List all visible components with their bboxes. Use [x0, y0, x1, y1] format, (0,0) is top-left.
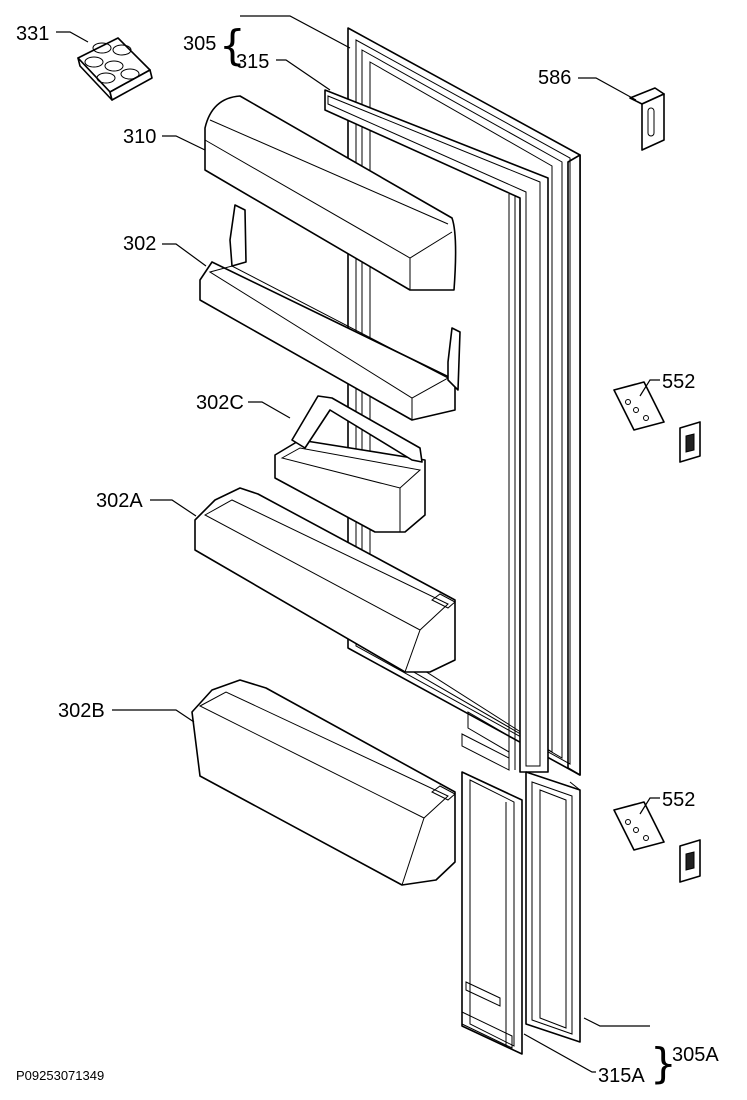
hinge-552-lower — [613, 801, 701, 883]
leader-331 — [56, 31, 89, 43]
leader-552-upper — [639, 379, 660, 397]
leader-302 — [162, 243, 207, 267]
brace-305-315: { — [219, 21, 246, 70]
callout-552-lower: 552 — [662, 789, 695, 811]
document-code: P09253071349 — [16, 1068, 104, 1083]
balcony-302a — [194, 487, 456, 673]
callout-586: 586 — [538, 67, 571, 89]
upper-gasket-315 — [324, 89, 549, 773]
callout-305a: 305A — [672, 1044, 719, 1066]
lower-door-305a — [525, 771, 581, 1043]
brace-315a-305a: } — [650, 1039, 677, 1088]
leader-lines — [56, 15, 660, 1073]
leader-305 — [240, 15, 351, 49]
callout-310: 310 — [123, 126, 156, 148]
leader-302c — [248, 401, 291, 419]
callout-302a: 302A — [96, 490, 143, 512]
callout-331: 331 — [16, 23, 49, 45]
leader-315a — [523, 1033, 596, 1073]
leader-552-lower — [639, 797, 660, 815]
callout-305: 305 — [183, 33, 216, 55]
balcony-302b — [191, 679, 456, 886]
hinge-552-upper — [613, 381, 701, 463]
egg-tray-331 — [77, 37, 153, 101]
leader-586 — [578, 77, 637, 101]
leader-302a — [150, 499, 197, 517]
callout-302b: 302B — [58, 700, 105, 722]
callout-302: 302 — [123, 233, 156, 255]
hinge-586 — [629, 87, 665, 151]
leader-302b — [112, 709, 195, 723]
leader-310 — [162, 135, 206, 151]
callout-315: 315 — [236, 51, 269, 73]
leader-305a — [583, 1017, 650, 1027]
leader-315 — [276, 59, 331, 91]
lower-gasket-315a — [461, 771, 523, 1055]
callout-302c: 302C — [196, 392, 244, 414]
dairy-cover-310 — [204, 95, 457, 291]
balcony-302 — [199, 204, 461, 421]
callout-315a: 315A — [598, 1065, 645, 1087]
small-balcony-302c — [274, 395, 426, 533]
callout-552-upper: 552 — [662, 371, 695, 393]
